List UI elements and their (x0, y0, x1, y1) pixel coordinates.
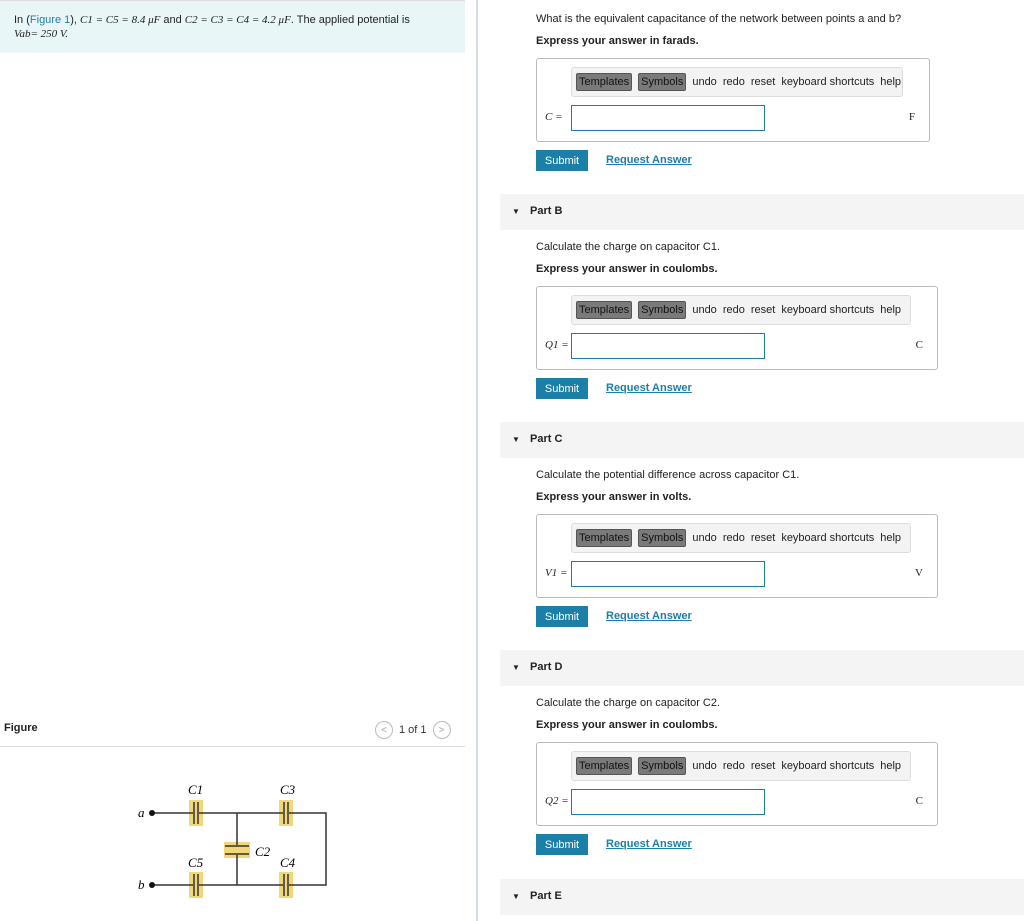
unit-label: F (908, 111, 915, 123)
question-text: Calculate the potential difference acros… (536, 469, 800, 481)
figure-label: Figure (4, 722, 38, 734)
symbols-button[interactable]: Symbols (638, 301, 687, 319)
node-b-label: b (138, 877, 145, 892)
answer-input[interactable] (571, 105, 765, 131)
help-button[interactable]: help (880, 76, 902, 88)
math-toolbar: Templates Symbols undo redo reset keyboa… (571, 751, 911, 781)
submit-button[interactable]: Submit (536, 606, 588, 627)
next-figure-button[interactable]: > (432, 721, 451, 739)
panel-divider[interactable] (476, 0, 478, 921)
answer-instructions: Express your answer in volts. (536, 491, 692, 503)
submit-button[interactable]: Submit (536, 150, 588, 171)
redo-button[interactable]: redo (722, 304, 745, 316)
reset-button[interactable]: reset (750, 304, 776, 316)
keyboard-shortcuts-button[interactable]: keyboard shortcuts (781, 304, 875, 316)
figure-link[interactable]: Figure 1 (29, 14, 71, 26)
redo-button[interactable]: redo (722, 532, 745, 544)
help-button[interactable]: help (880, 532, 902, 544)
templates-button[interactable]: Templates (576, 73, 633, 91)
request-answer-link[interactable]: Request Answer (606, 838, 692, 850)
collapse-arrow-icon: ▼ (512, 207, 520, 216)
variable-label: Q2 = (545, 795, 569, 807)
math-toolbar: Templates Symbols undo redo reset keyboa… (571, 523, 911, 553)
submit-button[interactable]: Submit (536, 834, 588, 855)
reset-button[interactable]: reset (750, 532, 776, 544)
prev-figure-button[interactable]: < (375, 721, 393, 739)
symbols-button[interactable]: Symbols (638, 73, 687, 91)
part-header[interactable]: ▼Part C (500, 422, 1024, 458)
undo-button[interactable]: undo (692, 532, 717, 544)
request-answer-link[interactable]: Request Answer (606, 382, 692, 394)
part-e-header[interactable]: ▼Part E (500, 879, 1024, 915)
problem-intro: In (Figure 1), C1 = C5 = 8.4 μF and C2 =… (0, 0, 465, 53)
variable-label: C = (545, 111, 563, 123)
request-answer-link[interactable]: Request Answer (606, 610, 692, 622)
answer-instructions: Express your answer in farads. (536, 35, 699, 47)
page-count: 1 of 1 (399, 724, 427, 736)
node-a-label: a (138, 805, 145, 820)
request-answer-link[interactable]: Request Answer (606, 154, 692, 166)
keyboard-shortcuts-button[interactable]: keyboard shortcuts (781, 76, 875, 88)
variable-label: Q1 = (545, 339, 569, 351)
collapse-arrow-icon: ▼ (512, 663, 520, 672)
undo-button[interactable]: undo (692, 760, 717, 772)
variable-label: V1 = (545, 567, 568, 579)
c4-label: C4 (280, 855, 296, 870)
submit-button[interactable]: Submit (536, 378, 588, 399)
c3-label: C3 (280, 782, 296, 797)
c5-label: C5 (188, 855, 204, 870)
undo-button[interactable]: undo (692, 304, 717, 316)
math-toolbar: Templates Symbols undo redo reset keyboa… (571, 295, 911, 325)
collapse-arrow-icon: ▼ (512, 435, 520, 444)
keyboard-shortcuts-button[interactable]: keyboard shortcuts (781, 760, 875, 772)
collapse-arrow-icon: ▼ (512, 892, 520, 901)
help-button[interactable]: help (880, 760, 902, 772)
redo-button[interactable]: redo (722, 760, 745, 772)
answer-box: Templates Symbols undo redo reset keyboa… (536, 742, 938, 826)
unit-label: C (915, 339, 923, 351)
answer-input[interactable] (571, 789, 765, 815)
answer-box: Templates Symbols undo redo reset keyboa… (536, 58, 930, 142)
math-toolbar: Templates Symbols undo redo reset keyboa… (571, 67, 903, 97)
c2-label: C2 (255, 844, 271, 859)
answer-box: Templates Symbols undo redo reset keyboa… (536, 286, 938, 370)
symbols-button[interactable]: Symbols (638, 529, 687, 547)
question-text: Calculate the charge on capacitor C2. (536, 697, 721, 709)
keyboard-shortcuts-button[interactable]: keyboard shortcuts (781, 532, 875, 544)
templates-button[interactable]: Templates (576, 301, 633, 319)
unit-label: V (915, 567, 923, 579)
unit-label: C (915, 795, 923, 807)
answer-input[interactable] (571, 561, 765, 587)
divider (0, 746, 465, 747)
symbols-button[interactable]: Symbols (638, 757, 687, 775)
reset-button[interactable]: reset (750, 76, 776, 88)
templates-button[interactable]: Templates (576, 529, 633, 547)
undo-button[interactable]: undo (692, 76, 717, 88)
reset-button[interactable]: reset (750, 760, 776, 772)
question-text: Calculate the charge on capacitor C1. (536, 241, 721, 253)
redo-button[interactable]: redo (722, 76, 745, 88)
help-button[interactable]: help (880, 304, 902, 316)
part-header[interactable]: ▼Part B (500, 194, 1024, 230)
answer-box: Templates Symbols undo redo reset keyboa… (536, 514, 938, 598)
part-header[interactable]: ▼Part D (500, 650, 1024, 686)
templates-button[interactable]: Templates (576, 757, 633, 775)
question-text: What is the equivalent capacitance of th… (536, 13, 902, 25)
answer-instructions: Express your answer in coulombs. (536, 263, 718, 275)
answer-instructions: Express your answer in coulombs. (536, 719, 718, 731)
answer-input[interactable] (571, 333, 765, 359)
c1-label: C1 (188, 782, 203, 797)
figure-pager: < 1 of 1 > (375, 721, 451, 739)
circuit-diagram: a b C1 C3 C2 C5 C4 (138, 782, 327, 898)
